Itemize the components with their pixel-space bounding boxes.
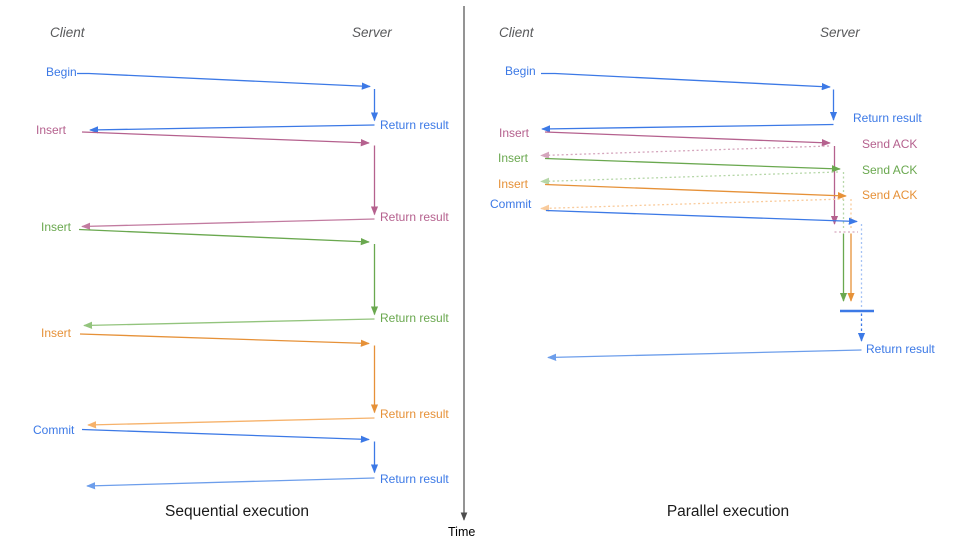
left-server-lifeline-label: Server [352, 25, 392, 40]
sequential-caption: Sequential execution [165, 503, 309, 520]
right-insert2-label: Insert [498, 151, 529, 165]
left-commit-request-arrow [81, 428, 370, 443]
left-insert1-request-arrow [81, 131, 370, 147]
left-insert3-label: Insert [41, 326, 72, 340]
left-commit-label: Commit [33, 423, 75, 437]
right-client-lifeline-label: Client [499, 25, 535, 40]
left-insert3-request-arrow [79, 333, 370, 347]
left-return-result-label-5: Return result [380, 472, 449, 486]
right-send-ack-label-2: Send ACK [862, 163, 917, 177]
right-begin-request-arrow [541, 72, 831, 91]
left-begin-label: Begin [46, 65, 77, 79]
left-insert2-return-arrow [83, 318, 375, 329]
parallel-diagram: Client Server Begin Return result Insert… [490, 25, 935, 520]
left-return-result-label-2: Return result [380, 210, 449, 224]
right-insert3-ack-arrow [540, 198, 845, 212]
left-insert3-return-arrow [87, 417, 375, 429]
right-commit-return-arrow [547, 349, 862, 361]
right-return-result-label-top: Return result [853, 111, 922, 125]
left-return-result-label-3: Return result [380, 311, 449, 325]
left-return-result-label-4: Return result [380, 407, 449, 421]
right-commit-label: Commit [490, 197, 532, 211]
left-begin-request-arrow [77, 72, 371, 90]
left-commit-return-arrow [86, 477, 375, 490]
left-insert2-label: Insert [41, 220, 72, 234]
time-axis-label: Time [448, 525, 475, 539]
right-server-lifeline-label: Server [820, 25, 860, 40]
sequential-diagram: Client Server Begin Return result Insert… [33, 25, 449, 520]
left-return-result-label-1: Return result [380, 118, 449, 132]
left-client-lifeline-label: Client [50, 25, 86, 40]
left-begin-return-arrow [89, 124, 375, 134]
left-insert2-request-arrow [78, 228, 370, 246]
right-insert2-request-arrow [544, 157, 841, 173]
right-insert1-ack-arrow [540, 145, 830, 159]
right-insert1-request-arrow [544, 131, 831, 147]
left-insert1-return-arrow [81, 218, 375, 230]
right-send-ack-label-3: Send ACK [862, 188, 917, 202]
right-insert3-request-arrow [544, 183, 847, 200]
right-begin-label: Begin [505, 64, 536, 78]
right-insert2-ack-arrow [540, 171, 839, 185]
right-insert1-label: Insert [499, 126, 530, 140]
right-send-ack-label-1: Send ACK [862, 137, 917, 151]
right-return-result-label-bottom: Return result [866, 342, 935, 356]
parallel-caption: Parallel execution [667, 503, 789, 520]
left-insert1-label: Insert [36, 123, 67, 137]
time-axis: Time [448, 6, 475, 539]
right-commit-request-arrow [545, 209, 858, 225]
right-begin-return-arrow [541, 123, 834, 133]
right-insert3-label: Insert [498, 177, 529, 191]
